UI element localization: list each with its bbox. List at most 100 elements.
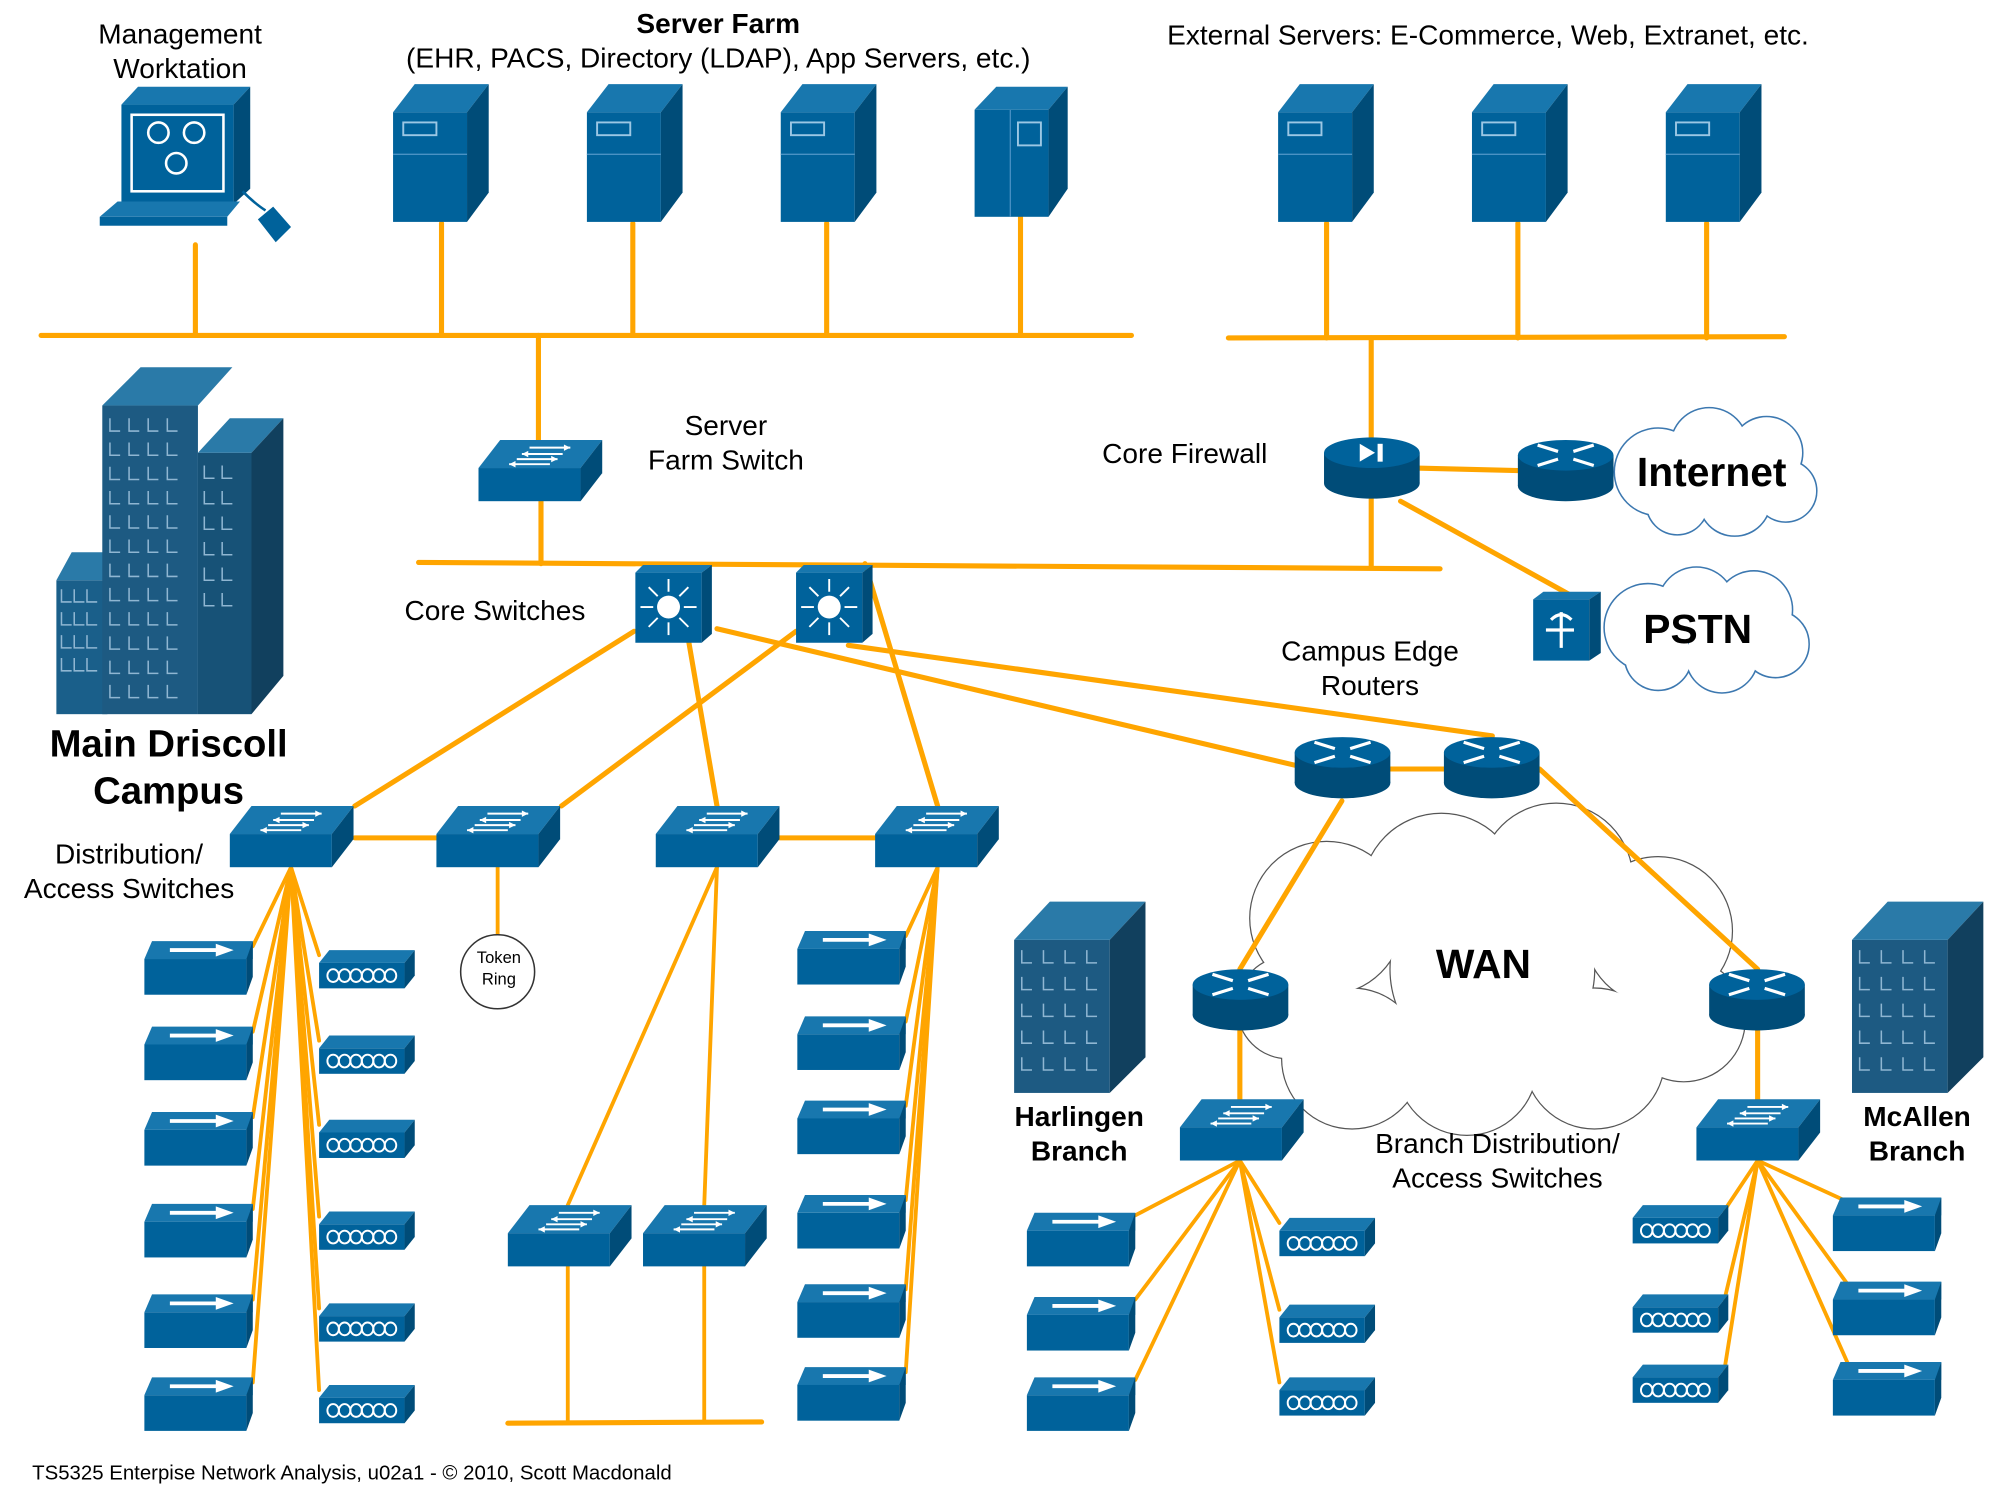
- server-tower-icon: [974, 86, 1068, 217]
- multilayer-switch-icon: [796, 564, 873, 643]
- access-switch-icon: [144, 1377, 253, 1431]
- pstn-cloud: [1603, 566, 1810, 694]
- network-link: [1537, 766, 1761, 972]
- network-link: [1237, 1158, 1282, 1385]
- network-link: [289, 865, 322, 958]
- branch-distribution-label-2: Access Switches: [1392, 1162, 1602, 1193]
- internet-label: Internet: [1637, 449, 1787, 495]
- server-farm-switch: [478, 439, 603, 502]
- branch-distribution-switch: [1179, 1099, 1304, 1161]
- network-link: [1133, 1158, 1242, 1218]
- router-icon: [1192, 969, 1289, 1031]
- network-link: [1755, 1158, 1852, 1370]
- network-link: [702, 865, 719, 1208]
- access-switch-icon: [797, 1100, 906, 1155]
- internet-cloud: [1613, 406, 1818, 537]
- server-tower-icon: [1471, 84, 1568, 222]
- network-link: [289, 865, 322, 1392]
- network-link: [1225, 334, 1787, 341]
- campus-edge-routers-label-2: Routers: [1321, 670, 1419, 701]
- access-switch-icon: [797, 1016, 906, 1070]
- network-link: [250, 865, 293, 949]
- hub-icon: [319, 1384, 415, 1424]
- management-workstation-label: Management: [98, 18, 262, 49]
- hub-icon: [1279, 1217, 1376, 1257]
- network-link: [352, 628, 637, 809]
- network-link: [565, 865, 719, 1208]
- branch-distribution-switch: [1696, 1099, 1821, 1161]
- hub-icon: [319, 1303, 415, 1342]
- access-switch-icon: [1026, 1212, 1136, 1267]
- pstn-label: PSTN: [1643, 606, 1752, 652]
- building-icon: [56, 367, 284, 715]
- harlingen-branch-label: Harlingen: [1014, 1101, 1143, 1132]
- network-link: [1237, 1158, 1282, 1312]
- hub-icon: [319, 1211, 415, 1250]
- network-link: [1722, 1158, 1760, 1372]
- server-tower-icon: [586, 84, 683, 222]
- network-link: [1413, 465, 1521, 474]
- external-servers-label: External Servers: E-Commerce, Web, Extra…: [1167, 20, 1809, 51]
- network-link: [558, 628, 799, 809]
- router-icon: [1709, 969, 1805, 1031]
- network-link: [1397, 498, 1572, 597]
- clouds-layer: [1236, 406, 1818, 1136]
- devices-layer: [56, 84, 1984, 1431]
- access-switch-icon: [1026, 1296, 1136, 1351]
- main-campus-label: Main Driscoll: [50, 722, 288, 765]
- hub-icon: [319, 950, 415, 989]
- management-workstation-label-2: Worktation: [113, 53, 247, 84]
- access-switch: [507, 1205, 632, 1267]
- server-farm-title: Server Farm: [636, 8, 800, 39]
- network-link: [416, 559, 1443, 572]
- network-link: [505, 1419, 765, 1426]
- hub-icon: [1279, 1377, 1376, 1416]
- access-switch-icon: [1832, 1197, 1942, 1252]
- multilayer-switch-icon: [635, 564, 712, 643]
- token-ring-label: Token: [477, 948, 521, 967]
- main-campus-label-2: Campus: [93, 769, 244, 812]
- server-tower-icon: [780, 84, 877, 222]
- wan-cloud: [1236, 802, 1746, 1136]
- access-switch-icon: [144, 941, 253, 995]
- footer-credit: TS5325 Enterpise Network Analysis, u02a1…: [32, 1462, 672, 1484]
- server-tower-icon: [393, 84, 489, 222]
- campus-edge-routers-label: Campus Edge: [1281, 636, 1459, 667]
- wan-label: WAN: [1436, 941, 1531, 987]
- access-switch-icon: [144, 1026, 253, 1081]
- hub-icon: [319, 1035, 415, 1074]
- distribution-switch: [655, 805, 780, 868]
- network-link: [1237, 1158, 1282, 1225]
- access-switch-icon: [1026, 1377, 1136, 1431]
- core-switches-label: Core Switches: [405, 595, 586, 626]
- links-layer: [38, 214, 1852, 1426]
- network-link: [1133, 1158, 1242, 1382]
- distribution-switches-label: Distribution/: [55, 838, 203, 869]
- router-icon: [1443, 737, 1540, 799]
- router-icon: [1517, 439, 1614, 502]
- mcallen-building-icon: [1852, 901, 1984, 1093]
- token-ring-icon: [459, 934, 536, 1010]
- router-icon: [1294, 737, 1391, 799]
- hub-icon: [319, 1119, 415, 1158]
- hub-icon: [1632, 1205, 1729, 1244]
- mcallen-branch-label-2: Branch: [1869, 1136, 1966, 1167]
- server-farm-switch-label: Server: [685, 410, 768, 441]
- distribution-switch: [875, 805, 999, 868]
- access-switch-icon: [797, 930, 906, 985]
- distribution-switches-label-2: Access Switches: [24, 873, 234, 904]
- server-tower-icon: [1665, 84, 1762, 222]
- token-ring-label-2: Ring: [482, 970, 516, 989]
- network-link: [1755, 1158, 1852, 1289]
- access-switch-icon: [144, 1294, 253, 1348]
- network-link: [903, 865, 940, 938]
- network-link: [686, 640, 720, 809]
- pstn-switch-icon: [1533, 591, 1601, 661]
- access-switch-icon: [797, 1284, 906, 1338]
- server-tower-icon: [1278, 84, 1374, 222]
- workstation-icon: [99, 86, 292, 243]
- core-firewall-label: Core Firewall: [1102, 438, 1267, 469]
- access-switch: [643, 1205, 767, 1267]
- server-farm-switch-label-2: Farm Switch: [648, 444, 804, 475]
